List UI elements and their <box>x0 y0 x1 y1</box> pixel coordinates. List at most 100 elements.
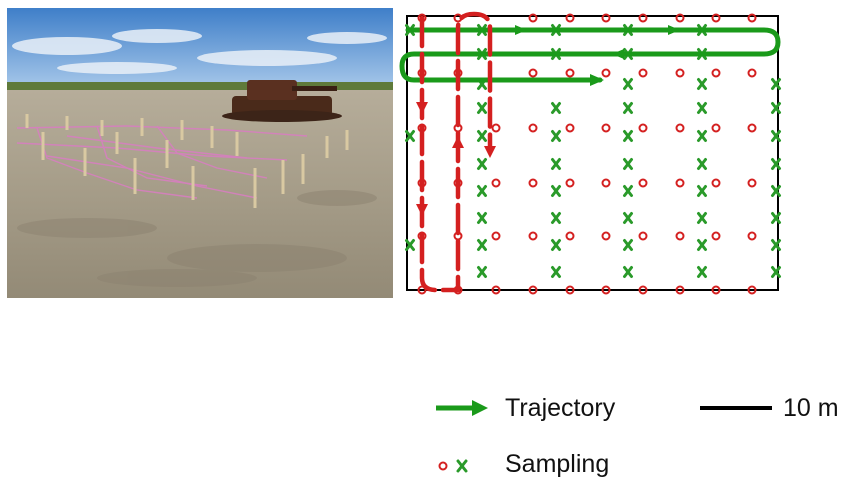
sampling-point-red <box>528 231 538 241</box>
sampling-point-red <box>711 13 721 23</box>
survey-area-frame <box>406 15 779 291</box>
sampling-point-red <box>638 178 648 188</box>
green-trajectory <box>399 25 781 86</box>
sampling-point-red <box>528 178 538 188</box>
sampling-point-green <box>623 158 633 170</box>
sampling-point-red <box>638 68 648 78</box>
trajectory-label: Trajectory <box>505 394 616 422</box>
sampling-point-green <box>477 185 487 197</box>
sampling-point-green <box>405 239 415 251</box>
sampling-point-green <box>551 239 561 251</box>
sampling-point-red <box>675 123 685 133</box>
sampling-point-green <box>623 185 633 197</box>
sampling-point-green <box>771 78 781 90</box>
sampling-point-red <box>675 68 685 78</box>
sampling-point-red <box>711 285 721 295</box>
sampling-point-green <box>623 239 633 251</box>
field-photo <box>7 8 393 298</box>
sampling-point-green <box>697 266 707 278</box>
sampling-point-red <box>565 68 575 78</box>
stakes <box>25 114 349 208</box>
sampling-point-red <box>601 123 611 133</box>
sampling-point-green <box>551 158 561 170</box>
sampling-point-red <box>601 231 611 241</box>
sampling-point-red <box>675 13 685 23</box>
sampling-point-red <box>565 285 575 295</box>
sampling-point-green <box>477 212 487 224</box>
sampling-point-red <box>638 231 648 241</box>
sampling-point-red <box>747 178 757 188</box>
red-trajectory <box>416 11 496 293</box>
sampling-point-red <box>675 285 685 295</box>
sampling-point-green <box>551 185 561 197</box>
sampling-point-green <box>697 130 707 142</box>
sampling-point-red <box>747 231 757 241</box>
scale-label: 10 m <box>783 394 839 422</box>
sampling-point-red <box>491 231 501 241</box>
sampling-point-red <box>711 68 721 78</box>
sampling-point-red <box>638 13 648 23</box>
sampling-point-red <box>638 285 648 295</box>
sampling-label: Sampling <box>505 450 610 478</box>
sampling-point-red <box>601 13 611 23</box>
sampling-point-green <box>771 212 781 224</box>
sampling-point-green <box>697 185 707 197</box>
sampling-point-red <box>491 123 501 133</box>
sampling-point-red <box>528 285 538 295</box>
sampling-point-green <box>697 212 707 224</box>
sampling-point-green <box>771 158 781 170</box>
sampling-point-green <box>551 130 561 142</box>
sampling-point-red <box>601 178 611 188</box>
sampling-point-green <box>623 78 633 90</box>
sampling-point-red <box>747 285 757 295</box>
sampling-point-green <box>771 266 781 278</box>
sampling-point-green <box>771 239 781 251</box>
sampling-point-red <box>565 178 575 188</box>
sampling-point-red <box>601 285 611 295</box>
sampling-point-red <box>491 178 501 188</box>
sampling-point-red <box>565 13 575 23</box>
sampling-point-red <box>675 178 685 188</box>
sampling-point-red <box>601 68 611 78</box>
sampling-point-green <box>551 102 561 114</box>
sampling-point-green <box>551 266 561 278</box>
sampling-point-red <box>565 231 575 241</box>
sampling-point-red <box>491 285 501 295</box>
string-grid <box>16 125 308 199</box>
sampling-point-red <box>747 68 757 78</box>
sampling-point-green <box>551 212 561 224</box>
sampling-point-green <box>623 266 633 278</box>
sampling-point-green <box>697 158 707 170</box>
sampling-point-green <box>623 212 633 224</box>
sampling-point-red <box>711 231 721 241</box>
sampling-point-green <box>697 102 707 114</box>
sampling-point-green <box>405 130 415 142</box>
sampling-point-red <box>638 123 648 133</box>
sampling-point-red <box>565 123 575 133</box>
sampling-point-green <box>771 130 781 142</box>
sampling-point-green <box>771 102 781 114</box>
sampling-point-red <box>747 13 757 23</box>
sampling-point-green <box>697 239 707 251</box>
sampling-legend-circle <box>438 461 448 471</box>
sampling-point-green <box>477 239 487 251</box>
tank-wreck-icon <box>222 80 342 122</box>
sampling-point-red <box>711 178 721 188</box>
sampling-point-green <box>477 102 487 114</box>
sampling-point-green <box>771 185 781 197</box>
sampling-legend-cross <box>456 459 468 473</box>
sampling-point-green <box>697 78 707 90</box>
sampling-point-green <box>477 130 487 142</box>
sampling-point-green <box>623 130 633 142</box>
sampling-point-green <box>623 102 633 114</box>
sampling-point-red <box>747 123 757 133</box>
legend <box>436 400 772 473</box>
sampling-point-red <box>528 68 538 78</box>
sampling-point-green <box>477 158 487 170</box>
sampling-point-red <box>528 123 538 133</box>
sampling-point-red <box>528 13 538 23</box>
sampling-point-red <box>711 123 721 133</box>
sampling-point-red <box>675 231 685 241</box>
sampling-point-green <box>477 266 487 278</box>
